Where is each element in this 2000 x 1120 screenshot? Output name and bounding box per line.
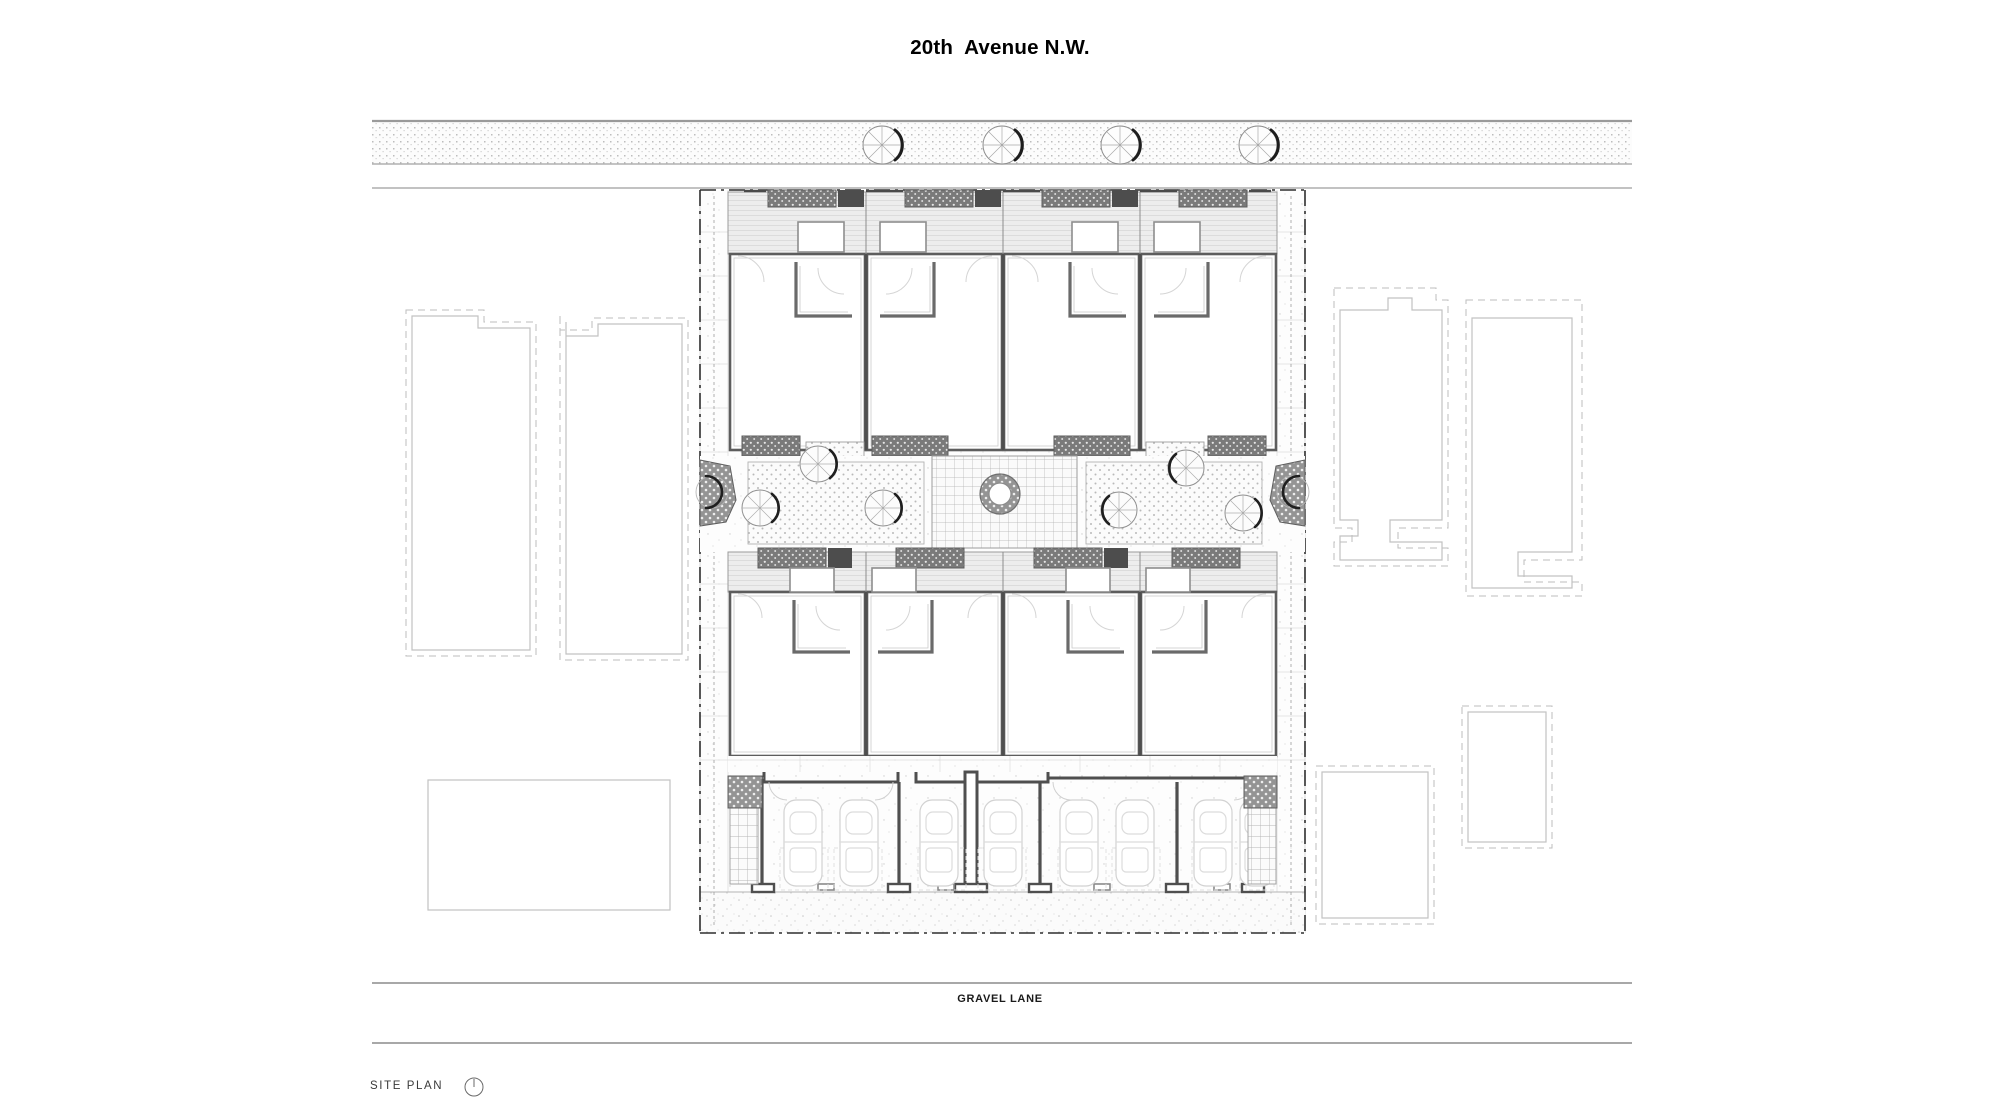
street-tree-3 (1100, 125, 1142, 165)
neighbor-west-3 (427, 779, 671, 911)
rear-courtyard-planters (757, 547, 1241, 569)
front-unit-4 (1139, 221, 1278, 452)
car-3 (919, 799, 959, 887)
front-street-planters (767, 189, 1248, 208)
car-2 (839, 799, 879, 887)
front-unit-2 (865, 221, 1004, 452)
central-courtyard (695, 445, 1310, 552)
rear-unit-4 (1139, 567, 1278, 758)
front-unit-1 (728, 221, 867, 452)
neighbor-east-1 (1333, 287, 1449, 567)
street-tree-2 (982, 125, 1024, 165)
courtyard-hedges (695, 459, 1310, 527)
parking-shrubs (727, 775, 1278, 809)
street-tree-1 (862, 125, 904, 165)
neighbor-west-2 (559, 316, 689, 661)
neighbor-east-4 (1315, 765, 1435, 925)
street-tree-4 (1238, 125, 1280, 165)
neighbor-east-3 (1461, 705, 1553, 849)
neighbor-west-1 (405, 309, 537, 657)
front-building-row (727, 189, 1278, 469)
north-arrow-icon (463, 1076, 485, 1098)
bike-storage (729, 799, 1277, 885)
gravel-lane-label: GRAVEL LANE (957, 993, 1043, 1005)
car-7 (1193, 799, 1233, 887)
car-5 (1059, 799, 1099, 887)
courtyard-tree-5 (1100, 491, 1138, 529)
bike-rack-east (1247, 799, 1277, 885)
rear-unit-1 (728, 567, 867, 758)
car-6 (1115, 799, 1155, 887)
car-4 (983, 799, 1023, 887)
street-trees (862, 125, 1280, 165)
neighbor-buildings-east (1315, 287, 1583, 925)
rear-walk-joints (728, 756, 1277, 772)
neighbor-buildings-west (405, 309, 689, 911)
courtyard-tree-1 (799, 445, 838, 483)
rear-building-row (727, 547, 1278, 758)
bike-rack-west (729, 799, 759, 885)
rear-units (728, 567, 1278, 758)
courtyard-circular-feature (979, 473, 1021, 515)
page-title: SITE PLAN (370, 1080, 444, 1092)
neighbor-east-2 (1465, 299, 1583, 597)
front-party-walls (864, 254, 1142, 450)
rear-unit-2 (865, 567, 1004, 758)
rear-party-walls (864, 592, 1142, 756)
courtyard-tree-4 (1167, 449, 1205, 487)
courtyard-trees (741, 445, 1263, 532)
setback-line (713, 196, 1292, 927)
car-1 (783, 799, 823, 887)
front-units (728, 221, 1278, 452)
gravel-lane-lines (372, 982, 1632, 1044)
rear-unit-3 (1002, 567, 1141, 758)
carport-parking (727, 756, 1278, 894)
street-title: 20th Avenue N.W. (910, 36, 1090, 59)
courtyard-tree-2 (741, 489, 780, 527)
courtyard-tree-6 (1224, 494, 1263, 532)
courtyard-tree-3 (864, 489, 903, 527)
front-unit-3 (1002, 221, 1141, 452)
